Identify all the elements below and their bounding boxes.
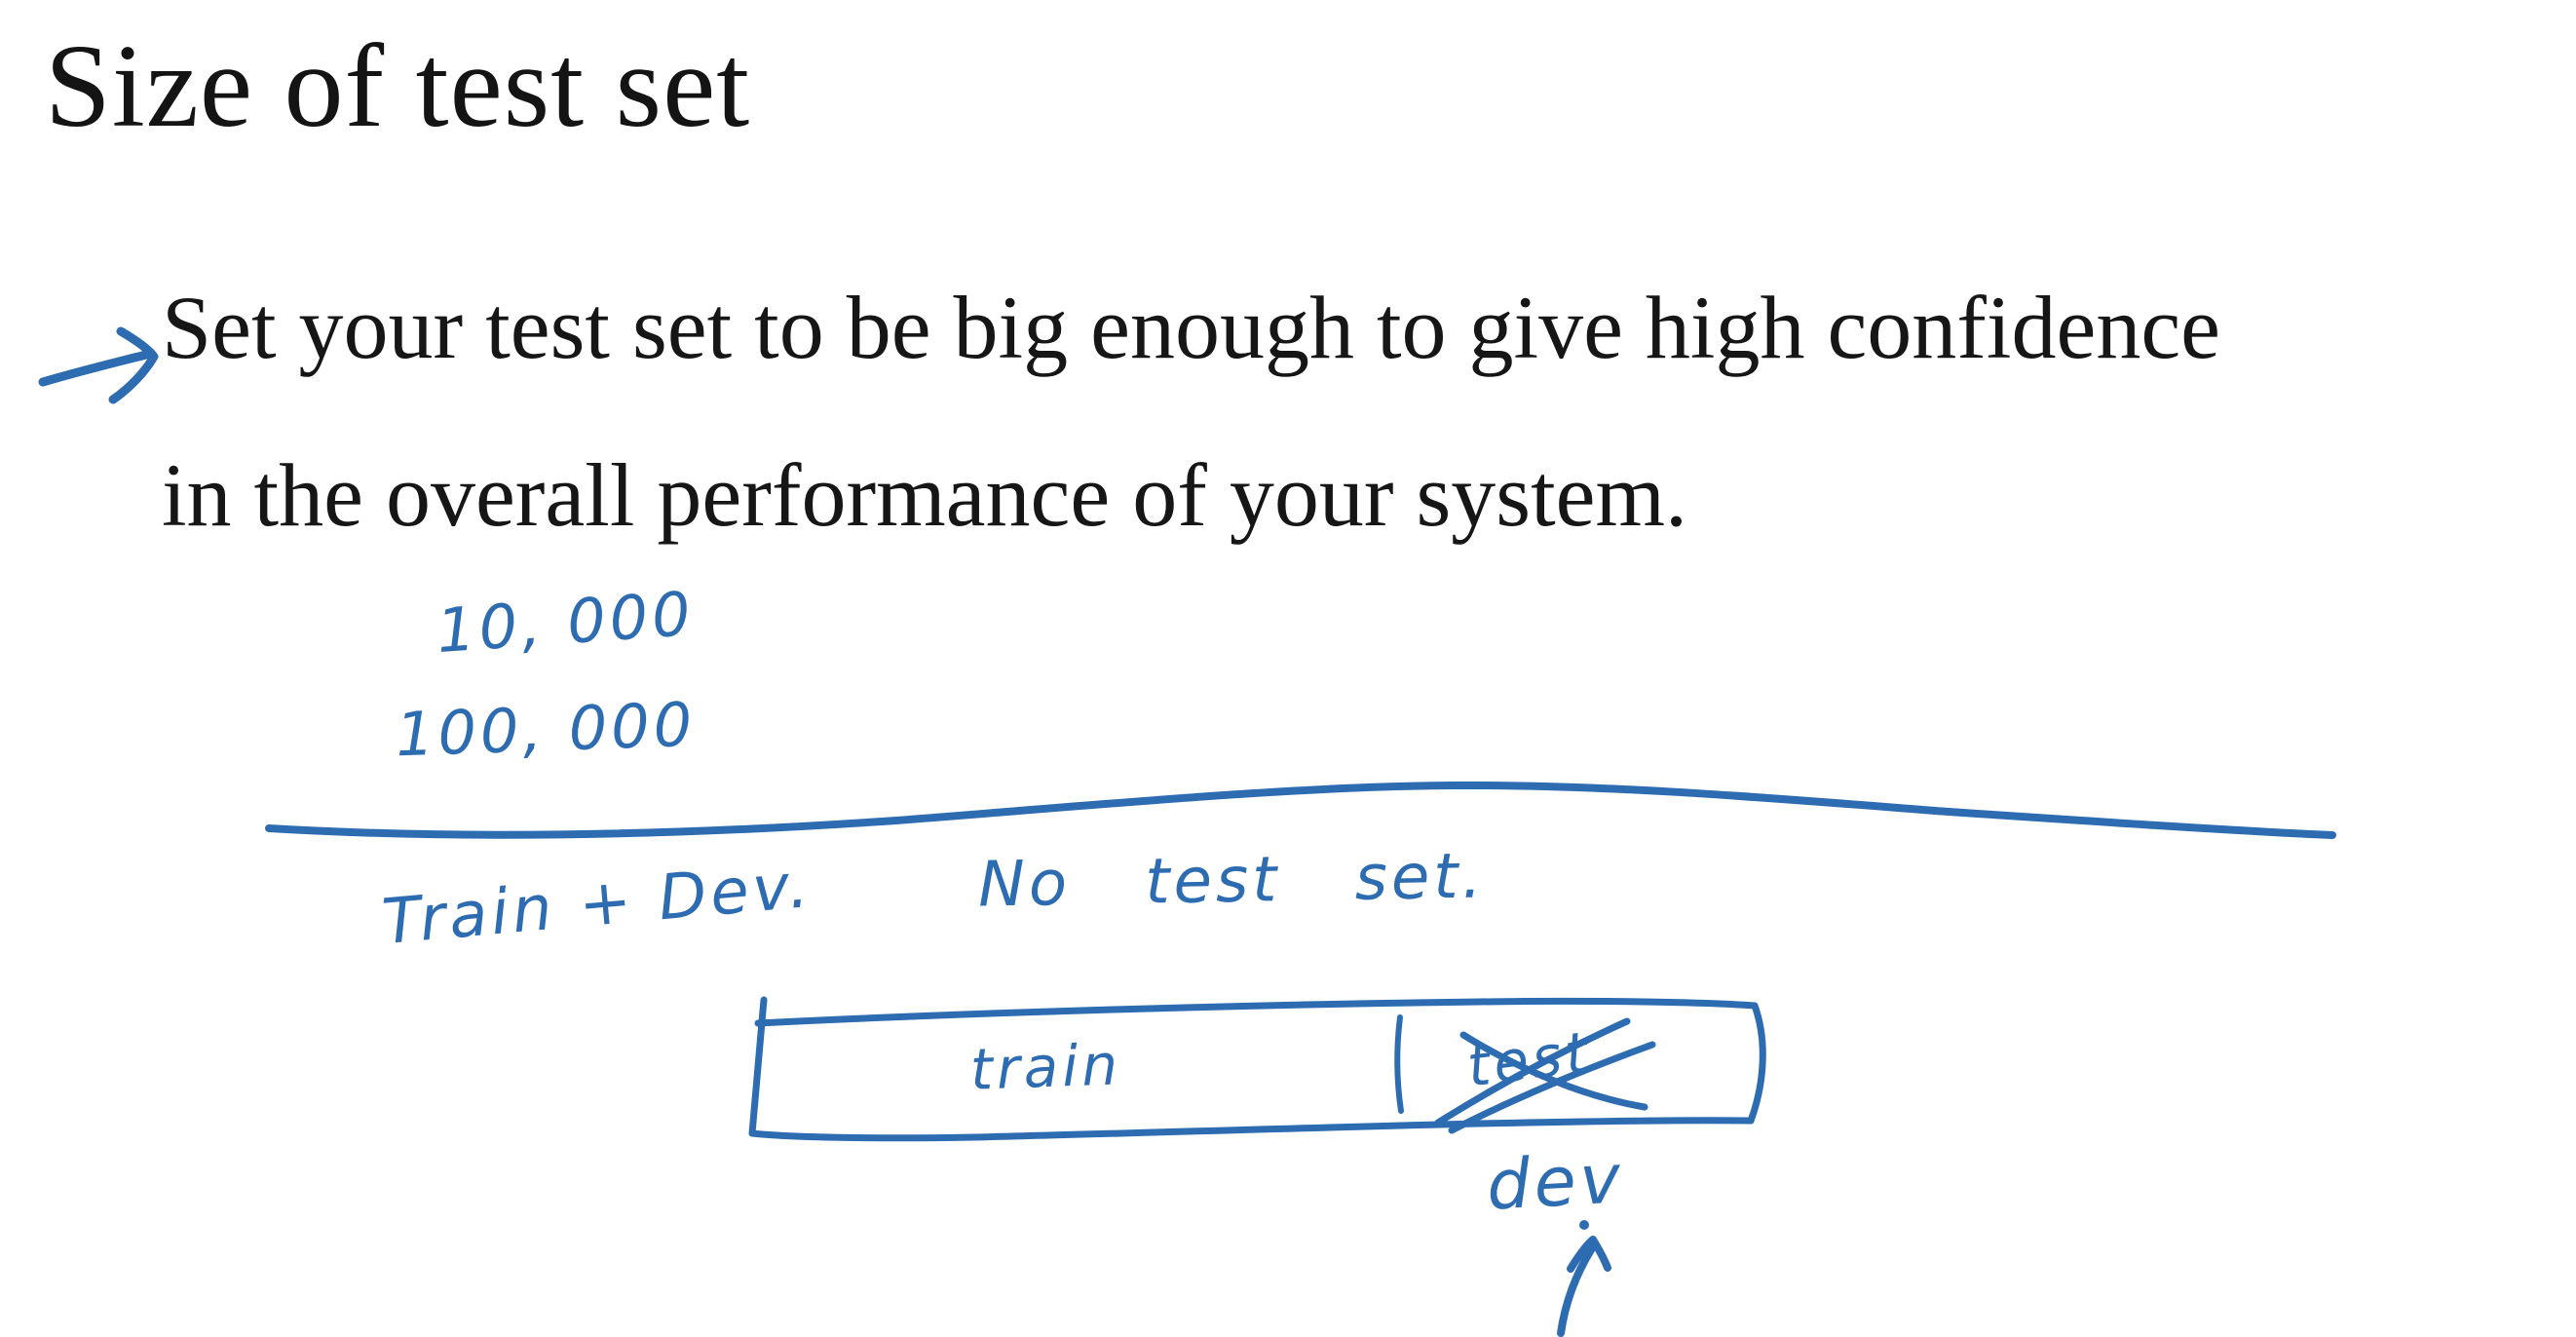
annotation-size-10000: 10, 000: [434, 577, 697, 668]
box-cell-divider: [1394, 1014, 1404, 1114]
box-test-label-struck: test: [1463, 1018, 1596, 1100]
annotation-no-test-set-label: No test set.: [977, 840, 1487, 922]
annotation-size-100000: 100, 000: [394, 688, 698, 771]
hand-divider-line: [265, 781, 2336, 839]
annotation-train-dev-label: Train + Dev.: [379, 849, 815, 960]
ink-dot: [1579, 1220, 1589, 1230]
hand-arrow-icon: [38, 326, 159, 404]
annotation-dev-label: dev: [1484, 1138, 1626, 1226]
bullet-text-line-1: Set your test set to be big enough to gi…: [162, 278, 2220, 377]
up-arrow-icon: [1557, 1236, 1611, 1337]
bullet-text-line-2: in the overall performance of your syste…: [162, 445, 1688, 545]
box-train-label: train: [968, 1031, 1123, 1103]
train-test-box: [748, 996, 1766, 1142]
slide-title: Size of test set: [45, 20, 751, 152]
